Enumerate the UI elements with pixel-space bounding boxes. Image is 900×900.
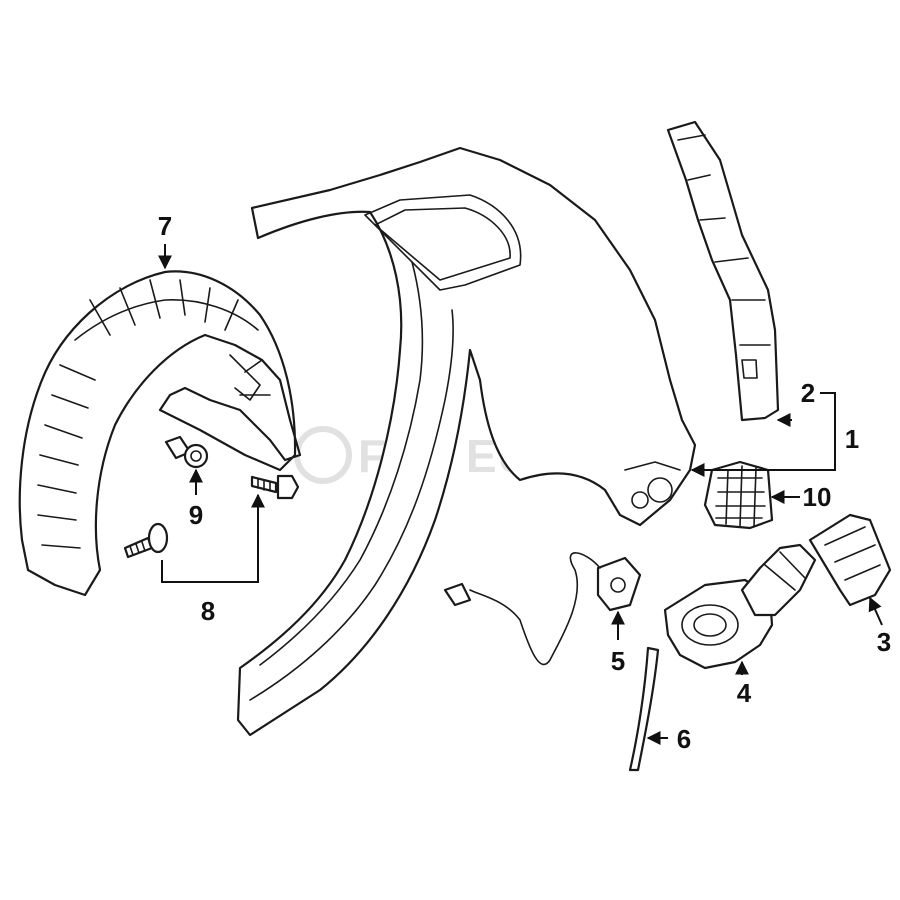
- part-2-pillar: [666, 120, 780, 422]
- callout-1: 1: [845, 424, 859, 454]
- part-4-filler-housing: [663, 543, 817, 670]
- callout-5: 5: [611, 646, 625, 676]
- part-3-fuel-door: [808, 513, 892, 607]
- callout-labels: 7 9 8 2 1 10 3 4 5 6: [158, 211, 891, 754]
- callout-6: 6: [677, 724, 691, 754]
- callout-10: 10: [803, 482, 832, 512]
- callout-8: 8: [201, 596, 215, 626]
- callout-3: 3: [877, 627, 891, 657]
- callout-7: 7: [158, 211, 172, 241]
- callout-9: 9: [189, 500, 203, 530]
- part-5-actuator: [443, 552, 642, 666]
- part-8-bolts: [123, 474, 300, 559]
- part-1-quarter-panel: [236, 146, 697, 737]
- part-7-wheel-liner: [18, 270, 302, 597]
- part-10-grille: [703, 460, 774, 530]
- leader-lines: [158, 244, 883, 745]
- part-6-drain-hose: [628, 646, 660, 772]
- part-9-clip: [164, 435, 209, 469]
- watermark-logo-icon: [294, 426, 352, 484]
- callout-4: 4: [737, 678, 752, 708]
- callout-2: 2: [801, 378, 815, 408]
